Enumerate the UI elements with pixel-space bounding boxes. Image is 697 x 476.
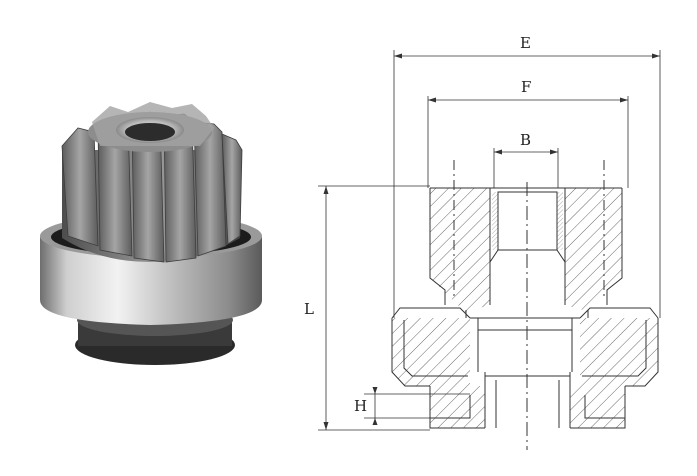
technical-drawing: E F B L H	[304, 34, 661, 450]
left-upper-section	[430, 188, 490, 312]
left-lower-section	[430, 386, 485, 428]
pinion-bore	[116, 117, 184, 143]
dimension-label-e: E	[520, 34, 531, 52]
right-upper-section	[565, 188, 622, 312]
left-shell-section	[392, 318, 470, 386]
dimension-label-f: F	[521, 78, 531, 96]
right-spline	[557, 192, 563, 250]
pinion-gear	[61, 102, 243, 263]
dimension-arrows	[323, 53, 660, 430]
drawing-lines	[318, 50, 661, 450]
dimension-label-h: H	[354, 397, 367, 415]
right-shell-section	[580, 318, 658, 386]
right-lower-section	[570, 386, 625, 428]
product-photo	[40, 102, 262, 365]
dimension-label-b: B	[520, 131, 531, 149]
left-spline	[492, 192, 498, 250]
dimension-label-l: L	[304, 300, 314, 318]
